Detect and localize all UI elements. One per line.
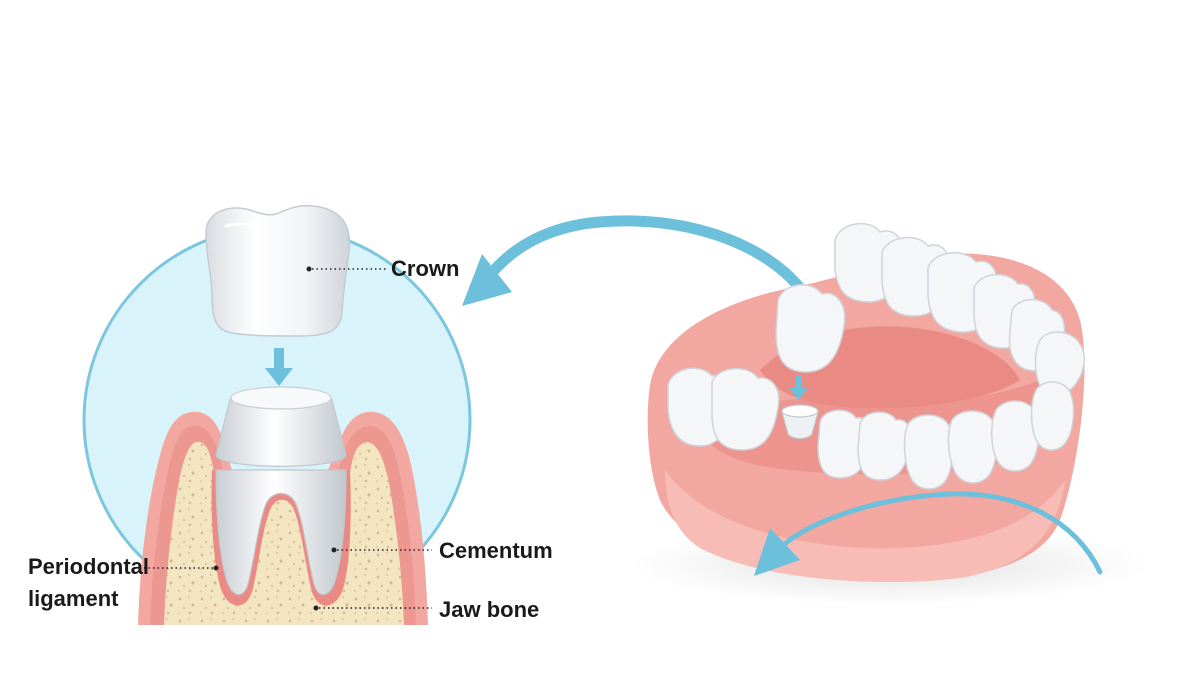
cementum-leader	[331, 547, 432, 553]
abutment-icon	[215, 386, 347, 596]
lower-row-teeth	[667, 367, 1075, 490]
periodontal-leader	[135, 565, 219, 571]
jawbone-label: Jaw bone	[439, 597, 539, 622]
floating-crown-icon	[775, 284, 846, 373]
small-down-arrow-icon	[789, 376, 808, 400]
jaw-model-group	[630, 222, 1150, 605]
cross-section-group: Crown Cementum Periodontal ligament Jaw …	[28, 204, 553, 625]
crown-label: Crown	[391, 256, 459, 281]
jawbone-leader	[313, 605, 432, 611]
curved-arrow-icon	[462, 215, 806, 306]
periodontal-label-line1: Periodontal	[28, 554, 149, 579]
down-arrow-icon	[265, 348, 293, 386]
crown-icon	[205, 204, 351, 337]
crown-leader	[306, 266, 386, 272]
implant-abutment-icon	[781, 404, 819, 440]
cementum-label: Cementum	[439, 538, 553, 563]
bottom-curved-arrow-icon	[754, 491, 1103, 576]
periodontal-label-line2: ligament	[28, 586, 119, 611]
upper-row-teeth	[834, 222, 1086, 396]
